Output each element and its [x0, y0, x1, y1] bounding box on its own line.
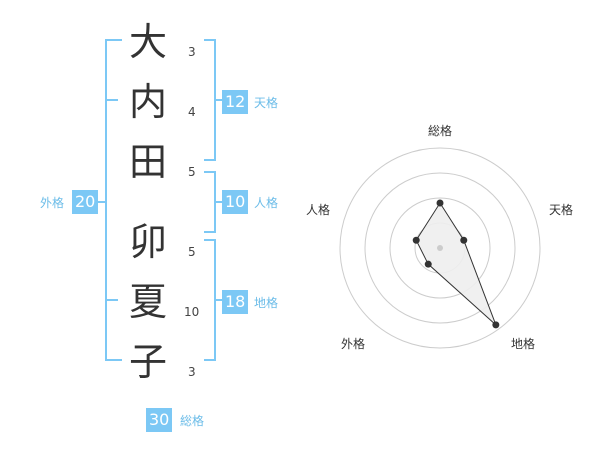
radar-ring [339, 147, 541, 349]
name-char-5: 夏 [128, 280, 167, 324]
name-char-6: 子 [128, 340, 167, 384]
radar-polygon [415, 202, 497, 326]
tenkaku-label: 天格 [254, 96, 279, 110]
radar-axis-label-chikaku: 地格 [511, 337, 536, 351]
radar-plot [412, 199, 500, 329]
stroke-count-1: 3 [188, 45, 196, 59]
radar-point [436, 199, 444, 207]
name-char-4: 卯 [128, 220, 167, 264]
radar-point [412, 236, 420, 244]
radar-center-dot [437, 245, 443, 251]
gaikaku-badge: 20 [72, 190, 99, 214]
jinkaku-label: 人格 [254, 196, 279, 210]
radar-ring [389, 197, 491, 299]
radar-point [460, 236, 468, 244]
name-char-1: 大 [128, 20, 167, 64]
radar-axis-label-jinkaku: 人格 [306, 203, 331, 217]
radar-point [492, 321, 500, 329]
stroke-count-2: 4 [188, 105, 196, 119]
radar-point [424, 260, 432, 268]
chikaku-label: 地格 [254, 296, 279, 310]
soukaku-label: 総格 [180, 414, 205, 428]
gaikaku-label: 外格 [40, 196, 65, 210]
name-char-3: 田 [128, 140, 167, 184]
radar-axis-label-soukaku: 総格 [428, 124, 453, 138]
stroke-count-6: 3 [188, 365, 196, 379]
radar-axis-label-tenkaku: 天格 [549, 203, 574, 217]
radar-axis-label-gaikaku: 外格 [341, 337, 366, 351]
chikaku-badge: 18 [222, 290, 249, 314]
jinkaku-badge: 10 [222, 190, 249, 214]
name-char-2: 内 [128, 80, 167, 124]
tenkaku-badge: 12 [222, 90, 249, 114]
gaikaku-bracket [105, 39, 122, 361]
stroke-count-5: 10 [184, 305, 200, 319]
stroke-count-4: 5 [188, 245, 196, 259]
radar-ring [364, 172, 516, 324]
stroke-count-3: 5 [188, 165, 196, 179]
soukaku-badge: 30 [146, 408, 173, 432]
